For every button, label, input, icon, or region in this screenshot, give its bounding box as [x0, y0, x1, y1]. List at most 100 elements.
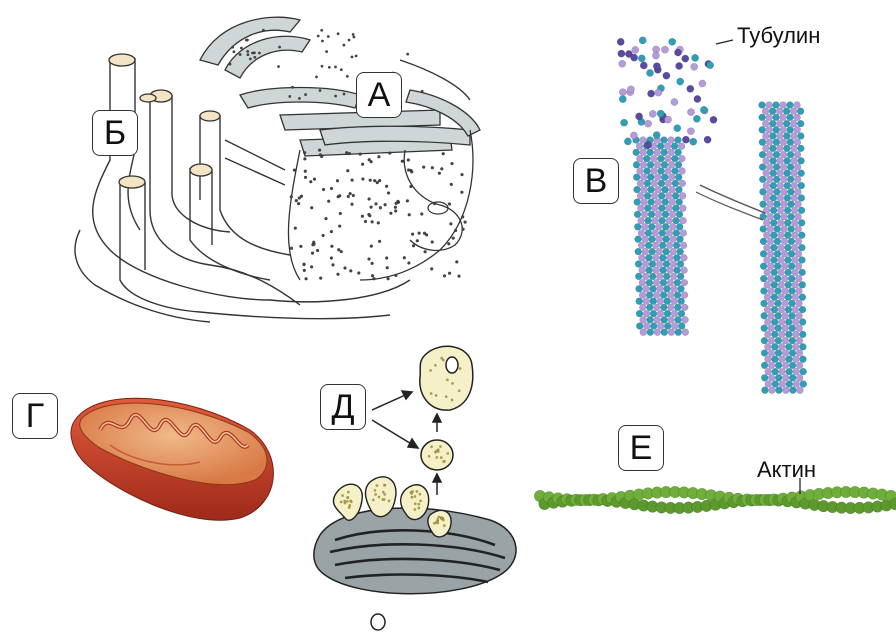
ribosome-dot: [431, 241, 434, 244]
ribosome-dot: [318, 149, 321, 152]
ribosome-dot: [294, 227, 297, 230]
ribosome-dot: [461, 173, 464, 176]
tubulin-subunit: [778, 244, 785, 251]
tubulin-subunit: [799, 269, 806, 276]
tubulin-subunit: [636, 323, 643, 330]
tubulin-subunit: [676, 62, 683, 69]
tubulin-subunit: [770, 207, 777, 214]
tubulin-subunit: [792, 257, 799, 264]
tubulin-subunit: [793, 356, 800, 363]
tubulin-subunit: [771, 269, 778, 276]
ribosome-dot: [378, 240, 381, 243]
tubulin-subunit: [661, 161, 668, 168]
tubulin-subunit: [785, 306, 792, 313]
vesicle-dot: [440, 456, 442, 458]
tubulin-subunit: [792, 319, 799, 326]
tubulin-subunit: [655, 186, 662, 193]
tubulin-subunit: [654, 174, 661, 181]
tubulin-subunit: [780, 126, 787, 133]
tubulin-subunit: [774, 213, 781, 220]
tubulin-subunit: [781, 250, 788, 257]
tubulin-subunit: [678, 323, 685, 330]
ribosome-dot: [330, 257, 333, 260]
tubulin-subunit: [639, 37, 646, 44]
tubulin-subunit: [646, 279, 653, 286]
ribosome-dot: [370, 206, 373, 209]
tubulin-subunit: [785, 257, 792, 264]
tubulin-subunit: [773, 126, 780, 133]
tubulin-subunit: [699, 80, 706, 87]
tubulin-subunit: [759, 114, 766, 121]
tubulin-subunit: [675, 149, 682, 156]
tubulin-subunit: [793, 381, 800, 388]
tubulin-subunit: [770, 195, 777, 202]
tubulin-subunit: [800, 356, 807, 363]
microtubule-arrow-bottom: [696, 192, 763, 220]
tubulin-subunit: [667, 267, 674, 274]
tubulin-subunit: [798, 232, 805, 239]
tubulin-subunit: [664, 298, 671, 305]
tubulin-subunit: [794, 139, 801, 146]
tubulin-subunit: [772, 381, 779, 388]
tubulin-subunit: [783, 108, 790, 115]
tubulin-subunit: [794, 151, 801, 158]
vesicle-dot: [344, 502, 346, 504]
tubulin-subunit: [653, 267, 660, 274]
tubulin-subunit: [767, 250, 774, 257]
tubulin-subunit: [656, 273, 663, 280]
ribosome-dot: [330, 245, 333, 248]
tubulin-subunit: [647, 174, 654, 181]
tubulin-subunit: [778, 281, 785, 288]
tubulin-subunit: [682, 136, 689, 143]
tubulin-subunit: [678, 143, 685, 150]
tubulin-subunit: [789, 288, 796, 295]
tubulin-subunit: [792, 281, 799, 288]
tubulin-subunit: [792, 244, 799, 251]
tubulin-subunit: [779, 368, 786, 375]
tubulin-subunit: [760, 263, 767, 270]
tubulin-subunit: [782, 362, 789, 369]
tubulin-subunit: [777, 157, 784, 164]
tubulin-subunit: [654, 329, 661, 336]
tubulin-subunit: [769, 387, 776, 394]
tubulin-subunit: [637, 192, 644, 199]
vesicle-dot: [447, 452, 449, 454]
tubulin-subunit: [646, 304, 653, 311]
tubulin-subunit: [787, 151, 794, 158]
ribosome-dot: [249, 58, 252, 61]
tubulin-subunit: [681, 267, 688, 274]
ribosome-dot: [406, 199, 409, 202]
ribosome-dot: [388, 152, 391, 155]
tubulin-subunit: [653, 292, 660, 299]
tubulin-subunit: [762, 387, 769, 394]
ribosome-dot: [309, 180, 312, 183]
tubulin-subunit: [641, 186, 648, 193]
tubulin-subunit: [768, 325, 775, 332]
tubulin-subunit: [791, 182, 798, 189]
tubulin-subunit: [761, 374, 768, 381]
tubulin-subunit: [639, 292, 646, 299]
tubulin-subunit: [635, 236, 642, 243]
tubulin-subunit: [773, 176, 780, 183]
tubulin-subunit: [798, 195, 805, 202]
tubulin-subunit: [766, 164, 773, 171]
tubulin-subunit: [782, 350, 789, 357]
tubulin-subunit: [674, 304, 681, 311]
tubulin-subunit: [795, 188, 802, 195]
tubulin-subunit: [671, 143, 678, 150]
tubulin-subunit: [763, 157, 770, 164]
tubulin-subunit: [775, 312, 782, 319]
tubulin-subunit: [789, 350, 796, 357]
ribosome-dot: [443, 274, 446, 277]
vesicle-dot: [414, 508, 416, 510]
tubulin-subunit: [789, 325, 796, 332]
tubulin-subunit: [671, 310, 678, 317]
ribosome-dot: [462, 228, 465, 231]
ribosome-dot: [315, 76, 318, 79]
tubulin-subunit: [792, 294, 799, 301]
tubulin-subunit: [654, 316, 661, 323]
tubulin-subunit: [763, 232, 770, 239]
ribosome-dot: [349, 269, 352, 272]
ribosome-dot: [407, 262, 410, 265]
